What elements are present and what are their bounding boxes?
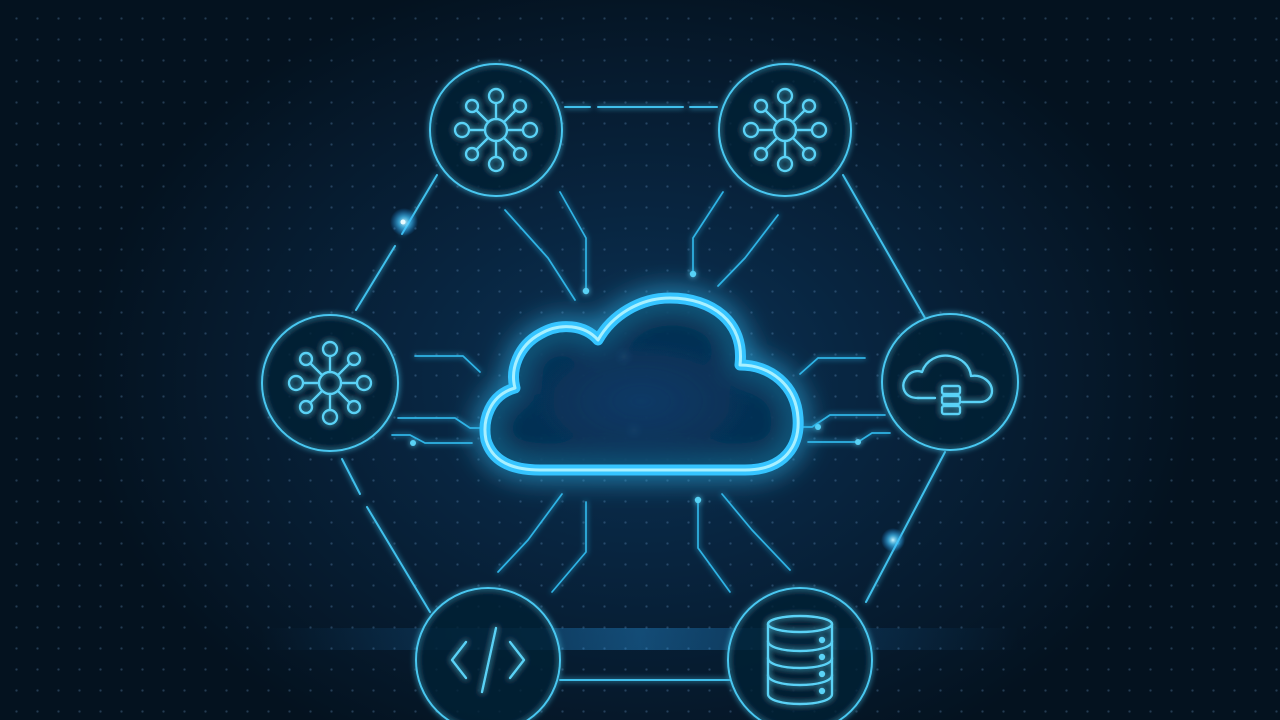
hub-icon <box>453 87 539 173</box>
hex-edge-lower-right <box>865 451 946 603</box>
hexagon-frame <box>341 106 946 681</box>
central-cloud-icon <box>479 292 804 476</box>
database-node-bottom-right <box>727 587 873 720</box>
hex-edge-upper-left-b <box>355 245 396 311</box>
circuit-traces <box>391 191 891 593</box>
code-node-bottom-left <box>415 587 561 720</box>
network-node-top-right <box>718 63 852 197</box>
network-node-left <box>261 314 399 452</box>
cloud-server-icon <box>902 354 994 416</box>
hub-icon <box>742 87 828 173</box>
hex-edge-lower-left-a <box>341 458 361 495</box>
hex-edge-lower-left-b <box>366 506 431 613</box>
database-icon <box>766 614 834 706</box>
network-node-top-left <box>429 63 563 197</box>
hub-icon <box>287 340 373 426</box>
code-brackets-icon <box>450 626 526 694</box>
hex-edge-upper-right <box>842 174 926 319</box>
floor-glow <box>260 628 1020 650</box>
cloud-storage-node-right <box>881 313 1019 451</box>
sparkle-right <box>881 528 905 552</box>
